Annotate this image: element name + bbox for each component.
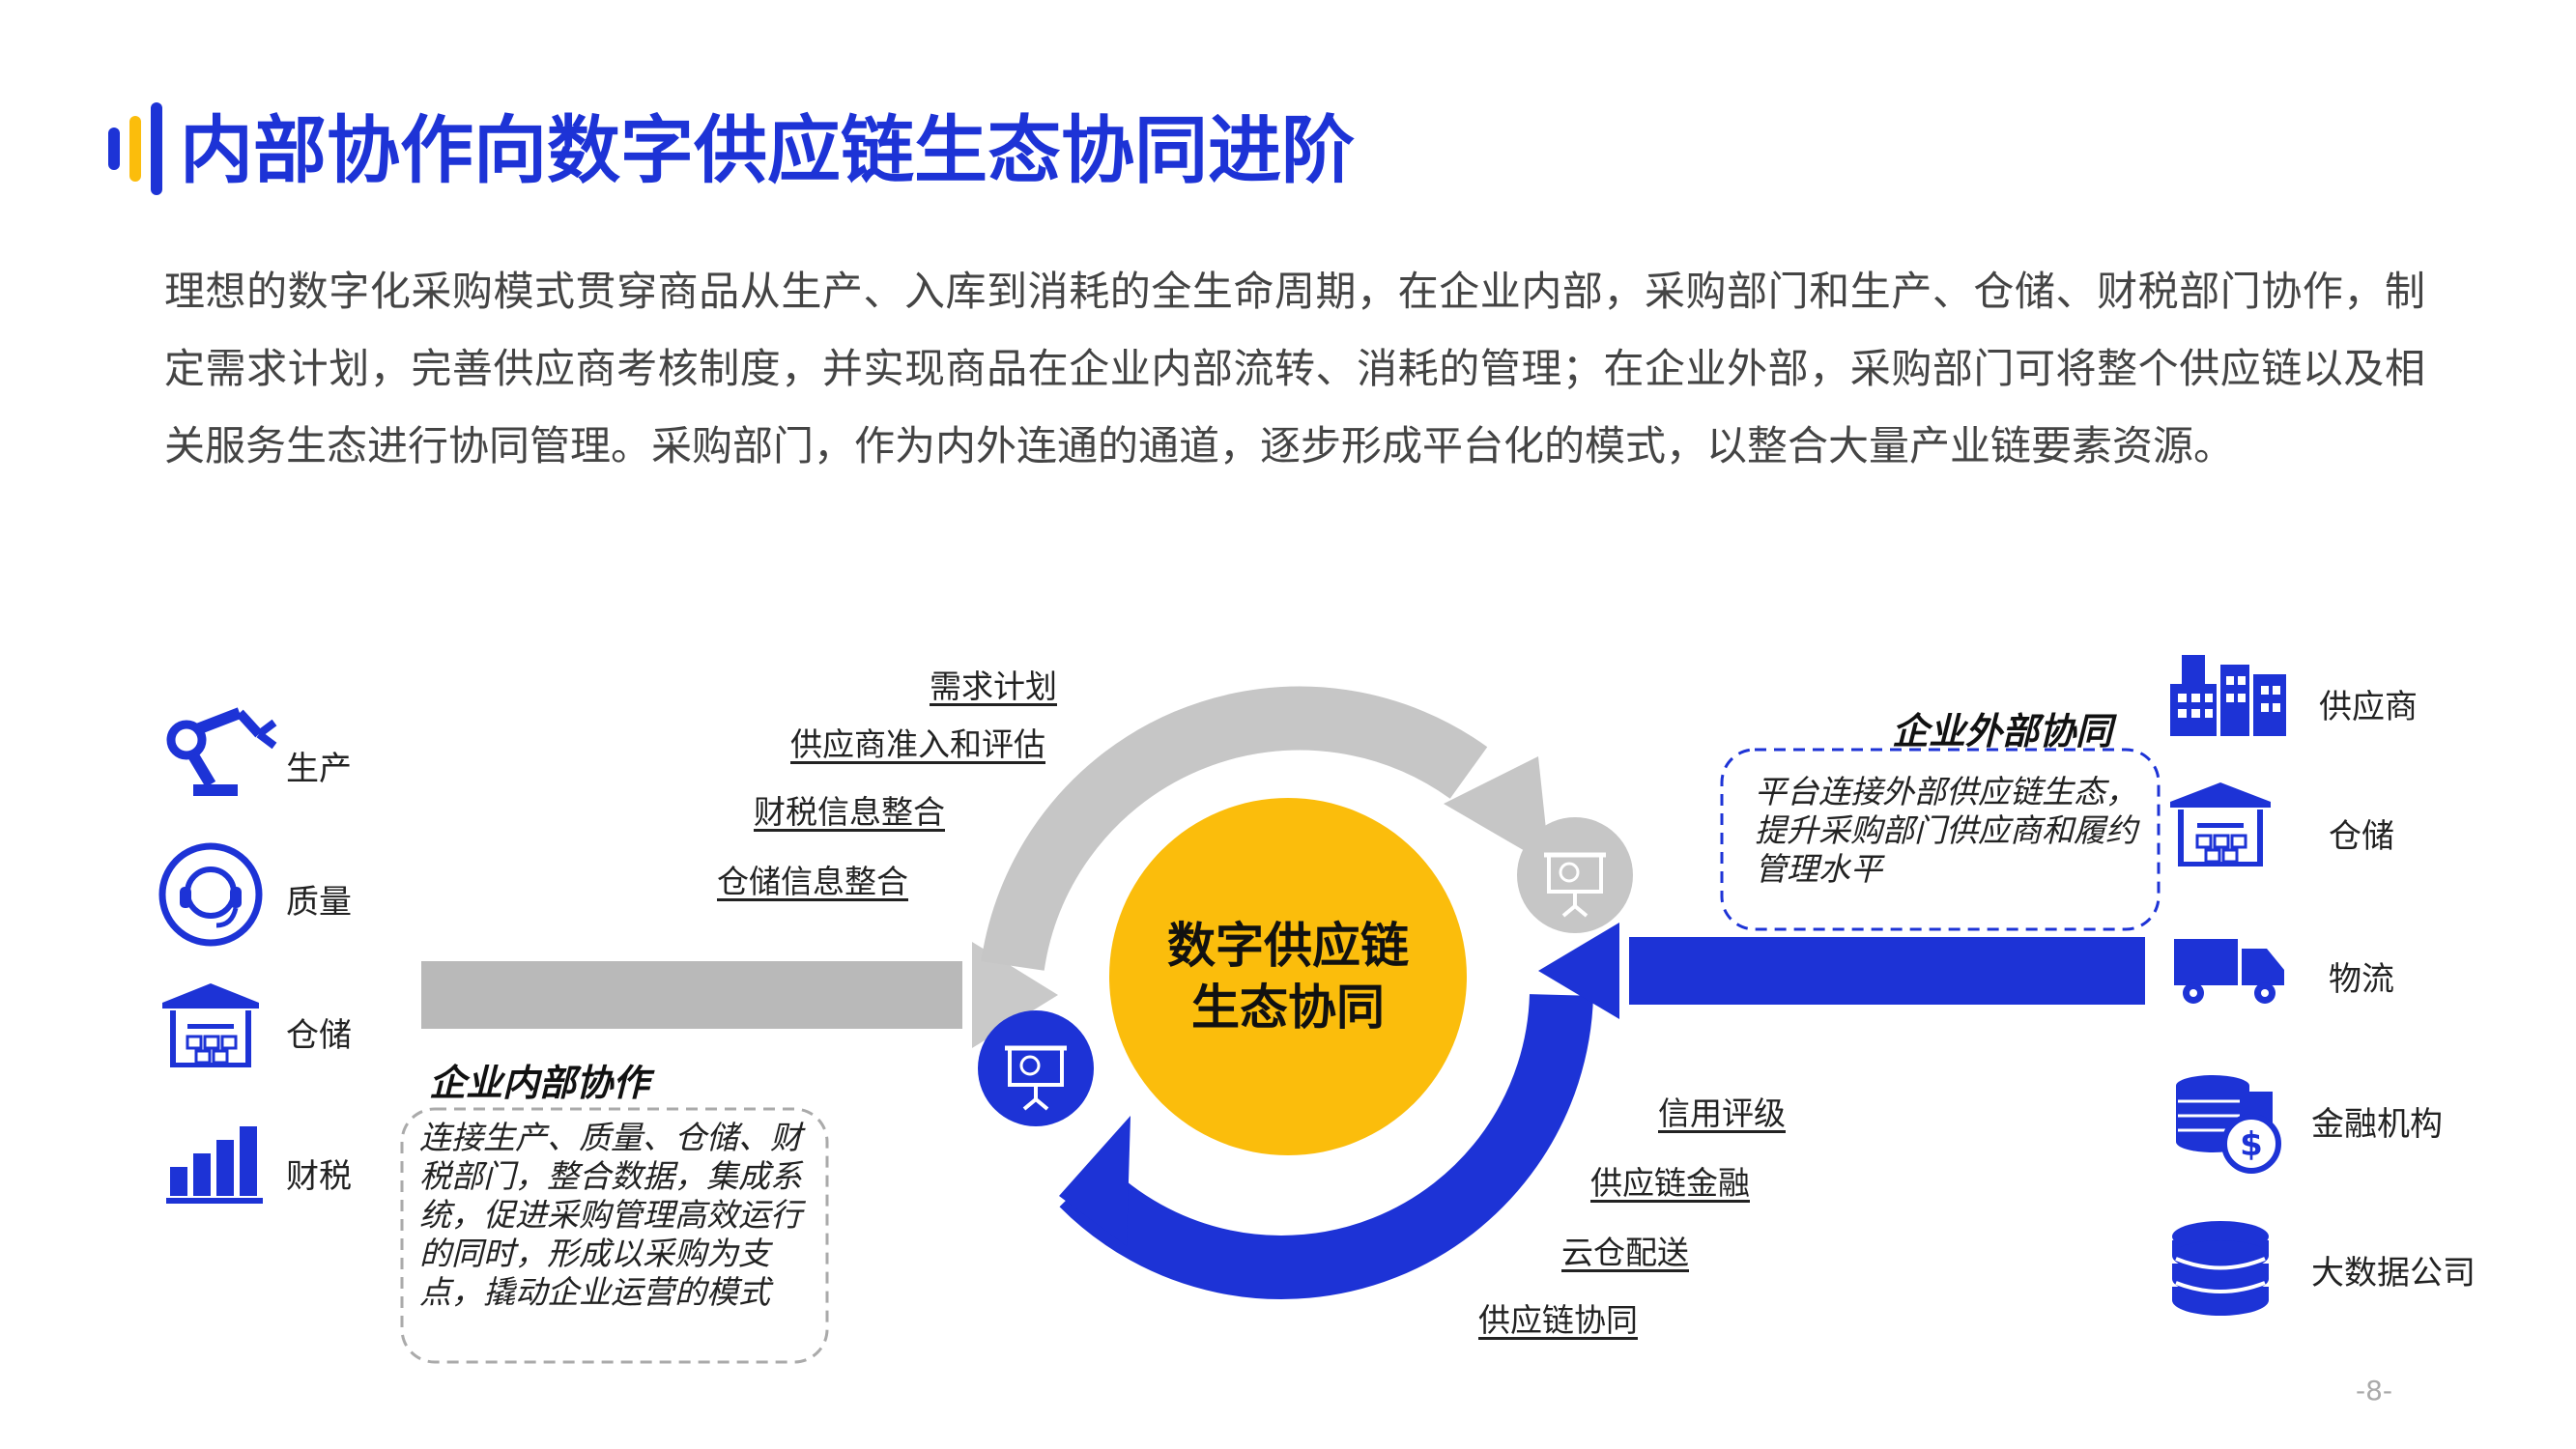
warehouse-icon-left — [162, 983, 259, 1067]
internal-item-production: 生产 — [286, 750, 352, 788]
external-item-logistics: 物流 — [2329, 960, 2394, 999]
internal-item-warehouse: 仓储 — [286, 1016, 352, 1055]
external-item-supplier: 供应商 — [2319, 688, 2418, 726]
presentation-icon-gray — [1517, 817, 1633, 933]
external-item-warehouse: 仓储 — [2329, 817, 2394, 856]
link-supply-chain-finance[interactable]: 供应链金融 — [1590, 1164, 1750, 1202]
link-demand-plan[interactable]: 需求计划 — [930, 668, 1057, 705]
title-accent-bars-icon — [108, 102, 162, 195]
center-title-line1: 数字供应链 — [1167, 918, 1409, 974]
internal-note-box — [400, 1107, 829, 1364]
internal-flow-bar — [421, 961, 962, 1029]
presentation-icon-blue — [978, 1010, 1094, 1126]
internal-section-title: 企业内部协作 — [429, 1062, 650, 1104]
internal-item-quality: 质量 — [286, 883, 352, 922]
robot-arm-icon — [166, 707, 277, 796]
svg-text:$: $ — [2240, 1125, 2263, 1164]
external-note-box — [1720, 748, 2161, 931]
external-item-financial: 金融机构 — [2311, 1105, 2443, 1144]
external-flow-arrowhead — [1538, 923, 1619, 1019]
warehouse-icon-right — [2170, 782, 2271, 867]
link-supplier-admission[interactable]: 供应商准入和评估 — [790, 725, 1045, 763]
gray-cycle-arc — [981, 686, 1488, 971]
page-number: -8- — [2356, 1375, 2393, 1406]
quality-headset-icon — [158, 842, 263, 947]
link-tax-info-integration[interactable]: 财税信息整合 — [754, 793, 945, 831]
internal-flow-arrowhead — [972, 942, 1058, 1048]
gray-cycle-arrowhead — [1444, 756, 1550, 866]
internal-item-tax: 财税 — [286, 1157, 352, 1196]
link-cloud-warehouse-delivery[interactable]: 云仓配送 — [1561, 1234, 1689, 1271]
link-credit-rating[interactable]: 信用评级 — [1658, 1094, 1786, 1132]
center-circle: 数字供应链 生态协同 — [1109, 798, 1467, 1155]
database-icon — [2172, 1221, 2269, 1316]
internal-note: 连接生产、质量、仓储、财税部门，整合数据，集成系统，促进采购管理高效运行的同时，… — [419, 1119, 802, 1311]
external-item-bigdata: 大数据公司 — [2311, 1254, 2476, 1293]
external-flow-bar — [1629, 937, 2145, 1005]
center-title-line2: 生态协同 — [1191, 980, 1385, 1036]
link-warehouse-info-integration[interactable]: 仓储信息整合 — [717, 863, 908, 900]
intro-paragraph: 理想的数字化采购模式贯穿商品从生产、入库到消耗的全生命周期，在企业内部，采购部门… — [164, 268, 2425, 469]
blue-cycle-arrowhead — [1059, 1116, 1131, 1246]
truck-icon — [2174, 939, 2284, 1004]
blue-cycle-arc — [1059, 993, 1593, 1299]
buildings-icon — [2170, 655, 2286, 736]
coins-icon: $ — [2176, 1075, 2281, 1174]
page-title: 内部协作向数字供应链生态协同进阶 — [180, 107, 1355, 193]
bar-chart-icon — [166, 1126, 263, 1204]
external-section-title: 企业外部协同 — [1892, 710, 2113, 753]
external-note: 平台连接外部供应链生态，提升采购部门供应商和履约管理水平 — [1755, 773, 2137, 888]
link-supply-chain-collaboration[interactable]: 供应链协同 — [1478, 1301, 1638, 1339]
